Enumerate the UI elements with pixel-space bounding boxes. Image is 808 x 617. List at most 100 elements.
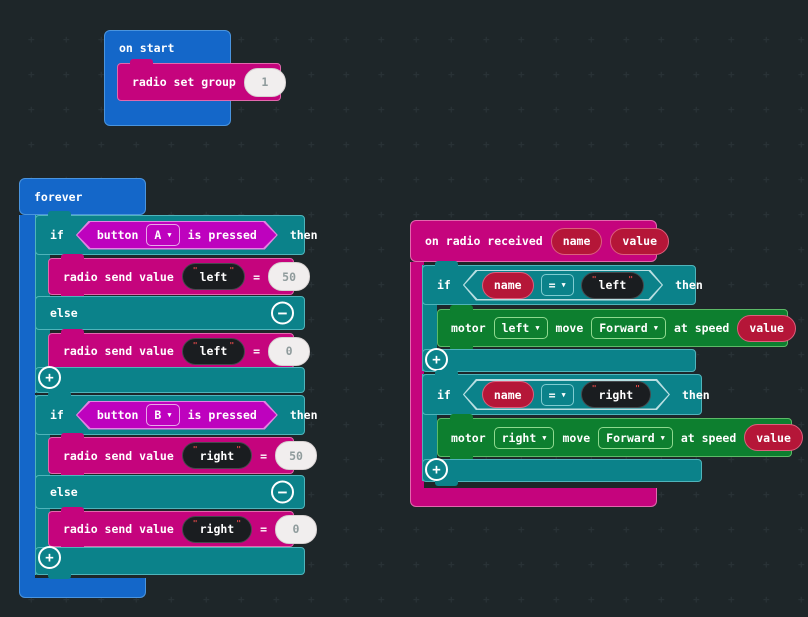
- grid-dot: +: [763, 348, 770, 361]
- name-equals-right-condition[interactable]: name = ▼ " right ": [463, 379, 670, 410]
- string-field[interactable]: " left ": [580, 271, 645, 299]
- value-variable[interactable]: value: [744, 424, 803, 451]
- forever-bottom-bar[interactable]: [19, 578, 146, 598]
- grid-dot: +: [623, 103, 630, 116]
- expand-if-icon[interactable]: +: [38, 366, 61, 389]
- value-number-field[interactable]: 50: [268, 262, 311, 291]
- is-pressed-label: is pressed: [187, 228, 257, 242]
- radio-set-group-block[interactable]: radio set group 1: [117, 59, 286, 101]
- motor-left-block[interactable]: motor left ▼ move Forward ▼ at speed val…: [437, 305, 796, 351]
- grid-dot: +: [378, 453, 385, 466]
- grid-dot: +: [343, 103, 350, 116]
- value-variable[interactable]: value: [737, 314, 796, 342]
- if-a-bottom-row[interactable]: +: [35, 366, 305, 393]
- button-dropdown[interactable]: B ▼: [146, 404, 180, 426]
- grid-dot: +: [413, 558, 420, 571]
- grid-dot: +: [588, 138, 595, 151]
- if-name-right-row[interactable]: if name = ▼ " right " then: [422, 370, 710, 415]
- if-b-row[interactable]: if button B ▼ is pressed then: [35, 391, 318, 435]
- forever-left-spine[interactable]: [19, 215, 35, 578]
- string-field[interactable]: " right ": [580, 381, 651, 408]
- direction-dropdown[interactable]: Forward ▼: [591, 317, 666, 339]
- name-string-field[interactable]: " right ": [181, 442, 253, 469]
- name-equals-left-condition[interactable]: name = ▼ " left ": [463, 270, 663, 301]
- if-left-bottom-row[interactable]: +: [422, 348, 696, 372]
- grid-dot: +: [518, 593, 525, 606]
- chevron-down-icon: ▼: [561, 390, 566, 399]
- grid-dot: +: [308, 33, 315, 46]
- grid-dot: +: [378, 208, 385, 221]
- grid-dot: +: [483, 33, 490, 46]
- name-string-field[interactable]: " right ": [181, 515, 253, 543]
- chevron-down-icon: ▼: [660, 433, 665, 442]
- grid-dot: +: [728, 523, 735, 536]
- comparison-dropdown[interactable]: = ▼: [540, 274, 574, 296]
- grid-dot: +: [763, 593, 770, 606]
- on-radio-received-block[interactable]: on radio received name value: [410, 220, 670, 262]
- quote-mark: ": [236, 445, 242, 454]
- radio-send-value-label: radio send value: [63, 448, 174, 463]
- motor-select-dropdown[interactable]: right ▼: [493, 426, 555, 449]
- connector-tab: [450, 342, 473, 351]
- motor-select-dropdown[interactable]: left ▼: [493, 317, 548, 339]
- grid-dot: +: [378, 593, 385, 606]
- name-string-field[interactable]: " left ": [181, 263, 246, 290]
- radio-send-value-block[interactable]: radio send value " left " = 0: [48, 329, 311, 373]
- if-a-row[interactable]: if button A ▼ is pressed then: [35, 211, 318, 255]
- grid-dot: +: [378, 383, 385, 396]
- expand-if-icon[interactable]: +: [425, 458, 448, 481]
- else-row[interactable]: else −: [35, 296, 305, 330]
- value-number-field[interactable]: 0: [275, 514, 317, 544]
- grid-dot: +: [588, 593, 595, 606]
- param-name-variable[interactable]: name: [550, 227, 603, 255]
- connector-tab: [61, 433, 84, 442]
- collapse-else-icon[interactable]: −: [271, 480, 294, 504]
- grid-dot: +: [693, 103, 700, 116]
- grid-dot: +: [798, 453, 805, 466]
- button-dropdown[interactable]: A ▼: [146, 224, 180, 246]
- grid-dot: +: [273, 33, 280, 46]
- on-radio-bottom-bar[interactable]: [410, 488, 657, 507]
- if-right-bottom-row[interactable]: +: [422, 458, 702, 486]
- grid-dot: +: [308, 243, 315, 256]
- param-value-variable[interactable]: value: [610, 227, 670, 255]
- then-label: then: [682, 387, 710, 402]
- if-b-bottom-row[interactable]: +: [35, 546, 305, 579]
- expand-if-icon[interactable]: +: [38, 546, 61, 569]
- name-string-field[interactable]: " left ": [181, 337, 246, 365]
- grid-dot: +: [378, 348, 385, 361]
- button-a-pressed-condition[interactable]: button A ▼ is pressed: [76, 221, 278, 250]
- connector-tab: [435, 477, 458, 486]
- name-variable[interactable]: name: [481, 381, 534, 408]
- grid-dot: +: [553, 173, 560, 186]
- radio-send-value-block[interactable]: radio send value " right " = 0: [48, 507, 317, 551]
- collapse-else-icon[interactable]: −: [271, 301, 294, 325]
- if-name-left-row[interactable]: if name = ▼ " left " then: [422, 261, 703, 305]
- direction-dropdown[interactable]: Forward ▼: [598, 426, 673, 449]
- expand-if-icon[interactable]: +: [425, 348, 448, 371]
- button-b-pressed-condition[interactable]: button B ▼ is pressed: [76, 401, 278, 430]
- value-number-field[interactable]: 0: [268, 336, 311, 366]
- grid-dot: +: [413, 593, 420, 606]
- grid-dot: +: [763, 138, 770, 151]
- grid-dot: +: [728, 383, 735, 396]
- grid-dot: +: [343, 243, 350, 256]
- quote-mark: ": [591, 384, 597, 393]
- comparison-dropdown[interactable]: = ▼: [540, 383, 574, 406]
- else-row[interactable]: else −: [35, 475, 305, 509]
- name-variable[interactable]: name: [481, 271, 534, 299]
- motor-right-block[interactable]: motor right ▼ move Forward ▼ at speed va…: [437, 414, 803, 461]
- grid-dot: +: [658, 68, 665, 81]
- forever-block[interactable]: forever: [19, 178, 146, 215]
- equals-label: =: [253, 269, 261, 284]
- grid-dot: +: [378, 523, 385, 536]
- group-number-field[interactable]: 1: [243, 67, 286, 97]
- grid-dot: +: [413, 173, 420, 186]
- radio-send-value-block[interactable]: radio send value " left " = 50: [48, 254, 311, 299]
- chevron-down-icon: ▼: [561, 281, 566, 289]
- grid-dot: +: [658, 173, 665, 186]
- value-number-field[interactable]: 50: [275, 441, 317, 470]
- radio-send-value-block[interactable]: radio send value " right " = 50: [48, 433, 317, 478]
- button-label: button: [96, 408, 139, 422]
- on-radio-left-spine[interactable]: [410, 262, 424, 488]
